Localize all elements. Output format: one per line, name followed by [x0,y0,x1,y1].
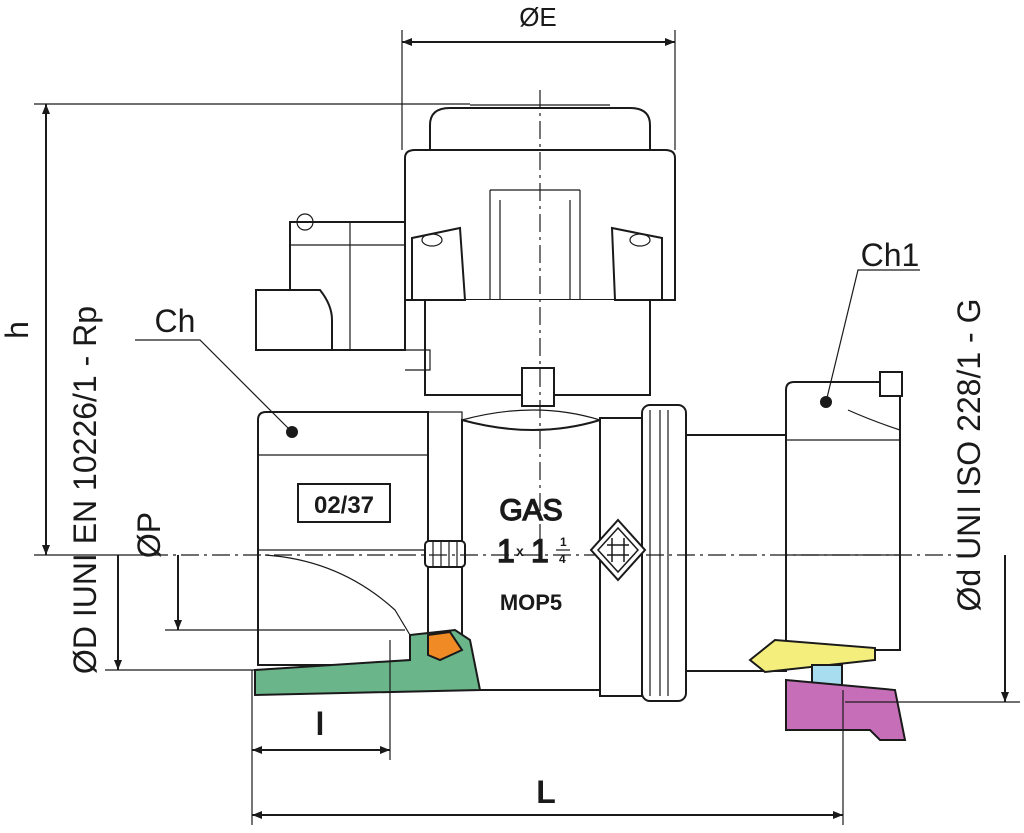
dimension-label-l: l [316,706,325,742]
date-code: 02/37 [314,492,374,519]
valve-body [255,104,903,702]
marking-pressure: MOP5 [500,590,562,615]
wrench-label-ch1: Ch1 [861,237,920,273]
thread-label-right: Ød UNI ISO 228/1 - G [951,299,987,612]
dimension-label-length: L [536,774,556,810]
thread-label-left: ØD IUNI EN 10226/1 - Rp [67,306,103,674]
marking-gas: GAS [499,494,562,527]
wrench-label-ch: Ch [155,303,196,339]
marking-size-x: x [516,543,524,559]
dimension-label-h: h [0,321,35,339]
yellow-washer [748,638,876,674]
marking-size-main: 1 [497,533,515,569]
marking-size-num: 1 [560,535,567,549]
purple-nut [785,678,907,741]
date-code-plate [297,483,391,523]
marking-size-den: 4 [559,552,566,566]
certification-mark-icon [589,518,647,582]
orange-ring [427,630,464,662]
marking-size-whole: 1 [531,533,549,569]
left-seal [254,628,482,697]
dimension-label-e: ØE [519,2,557,32]
dimension-label-p: ØP [131,512,167,558]
